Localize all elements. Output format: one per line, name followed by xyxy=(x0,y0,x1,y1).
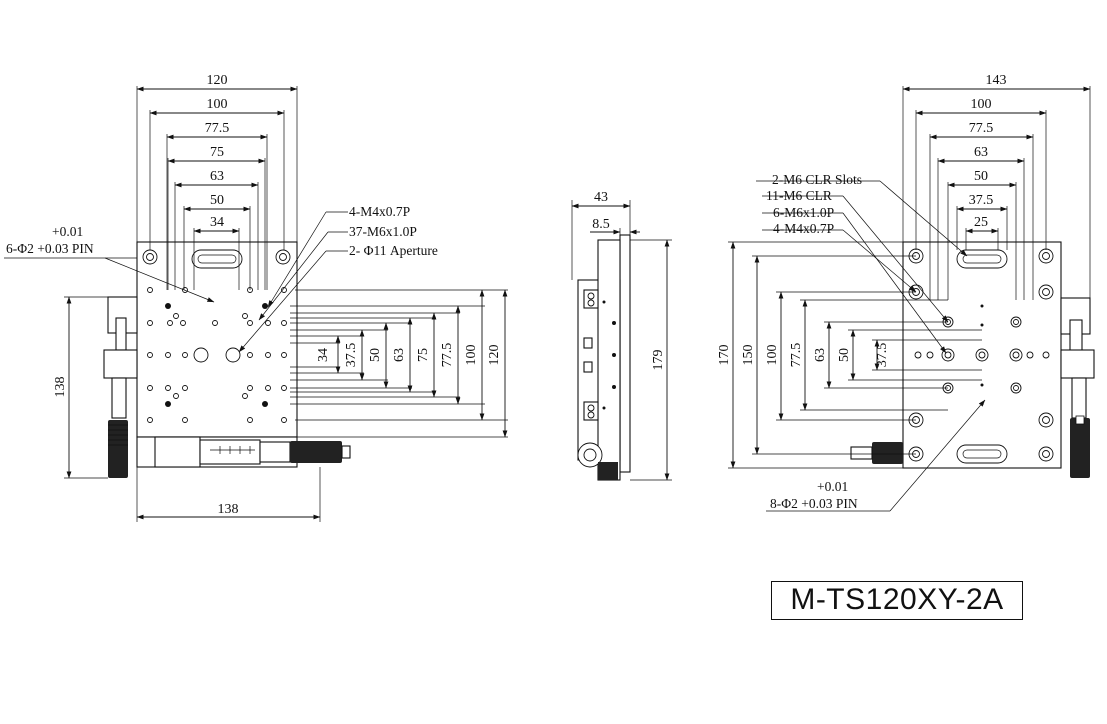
side-view: 43 8.5 179 xyxy=(571,190,672,481)
top-vdim-120: 120 xyxy=(487,345,502,366)
top-vdim-75: 75 xyxy=(416,348,431,362)
side-width-43: 43 xyxy=(594,190,608,205)
bottom-knob xyxy=(290,441,342,463)
top-vdim-37-5: 37.5 xyxy=(344,343,359,368)
right-knob xyxy=(1070,418,1090,478)
bottom-hdim-77-5: 77.5 xyxy=(969,121,994,136)
top-callout-m6: 37-M6x1.0P xyxy=(349,224,417,239)
top-hdim-34: 34 xyxy=(210,215,224,230)
model-label: M-TS120XY-2A xyxy=(771,581,1023,620)
bottom-vdim-77-5: 77.5 xyxy=(789,343,804,368)
side-height-179: 179 xyxy=(651,350,666,371)
bottom-hdim-25: 25 xyxy=(974,215,988,230)
top-hdim-100: 100 xyxy=(207,97,228,112)
bottom-hdim-63: 63 xyxy=(974,145,988,160)
left-micrometer xyxy=(103,296,138,478)
top-hdim-120: 120 xyxy=(207,73,228,88)
bottom-view: 143 100 77.5 63 50 37.5 25 170 150 100 7… xyxy=(717,73,1095,512)
top-hdim-63: 63 xyxy=(210,169,224,184)
bottom-vdim-100: 100 xyxy=(765,345,780,366)
side-plate-8-5: 8.5 xyxy=(592,217,610,232)
top-pin-label: 6-Φ2 +0.03 PIN xyxy=(6,241,94,256)
aperture-right xyxy=(225,347,241,363)
side-plate xyxy=(619,234,631,473)
right-micrometer xyxy=(1060,297,1095,478)
top-callout-aperture: 2- Φ11 Aperture xyxy=(349,243,438,258)
bottom-hdim-37-5: 37.5 xyxy=(969,193,994,208)
bottom-pin-label: 8-Φ2 +0.03 PIN xyxy=(770,496,858,511)
bottom-callout-slots: 2-M6 CLR Slots xyxy=(772,172,862,187)
bottom-micrometer xyxy=(154,436,351,468)
top-height-138: 138 xyxy=(53,377,68,398)
aperture-left xyxy=(193,347,209,363)
bottom-hdim-50: 50 xyxy=(974,169,988,184)
bottom-callout-m6: 6-M6x1.0P xyxy=(773,205,834,220)
bottom-callout-m4: 4-M4x0.7P xyxy=(773,221,834,236)
bottom-vdim-37-5: 37.5 xyxy=(875,343,890,368)
top-pin-tol: +0.01 xyxy=(52,224,83,239)
top-bottom-138: 138 xyxy=(218,502,239,517)
top-plate xyxy=(136,241,298,438)
bottom-hdim-100: 100 xyxy=(971,97,992,112)
bottom-vdim-170: 170 xyxy=(717,345,732,366)
top-hdim-75: 75 xyxy=(210,145,224,160)
bottom-pin-tol: +0.01 xyxy=(817,479,848,494)
bottom-callout-clr: 11-M6 CLR xyxy=(766,188,832,203)
top-slot xyxy=(191,249,243,269)
bottom-corner-holes xyxy=(908,248,1054,462)
top-vdim-63: 63 xyxy=(392,348,407,362)
bottom-vdim-150: 150 xyxy=(741,345,756,366)
left-knob xyxy=(108,420,128,478)
top-vdim-77-5: 77.5 xyxy=(440,343,455,368)
top-vdim-50: 50 xyxy=(368,348,383,362)
top-hole-pattern xyxy=(147,287,287,423)
top-vdim-34: 34 xyxy=(316,348,331,362)
top-vdim-100: 100 xyxy=(464,345,479,366)
bottom-hdim-143: 143 xyxy=(986,73,1007,88)
top-callout-m4: 4-M4x0.7P xyxy=(349,204,410,219)
top-hdim-77-5: 77.5 xyxy=(205,121,230,136)
bottom-slot-top xyxy=(956,249,1008,269)
bottom-vdim-63: 63 xyxy=(813,348,828,362)
bottom-vdim-50: 50 xyxy=(837,348,852,362)
bottom-slot-bottom xyxy=(956,444,1008,464)
top-hdim-50: 50 xyxy=(210,193,224,208)
top-view: 120 100 77.5 75 63 50 34 34 37.5 50 63 7… xyxy=(4,73,508,522)
